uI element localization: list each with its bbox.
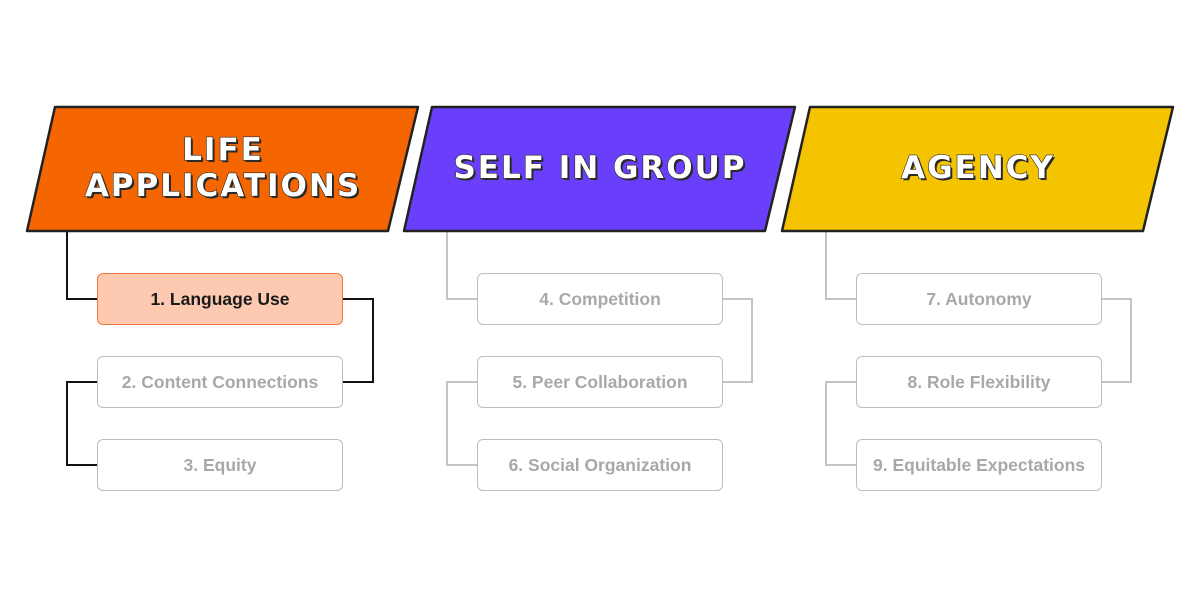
- item-peer-collaboration[interactable]: 5. Peer Collaboration: [477, 356, 723, 408]
- item-language-use[interactable]: 1. Language Use: [97, 273, 343, 325]
- connector-item-2-to-item-3: [66, 381, 97, 466]
- header-agency: AGENCY: [780, 105, 1176, 233]
- connector-header-to-item-7: [825, 232, 856, 300]
- header-fill: [402, 105, 797, 233]
- item-equitable-expectations[interactable]: 9. Equitable Expectations: [856, 439, 1102, 491]
- connector-item-5-to-item-6: [446, 381, 477, 466]
- header-title: SELF IN GROUP: [453, 150, 747, 187]
- header-life-applications: LIFE APPLICATIONS: [25, 105, 421, 233]
- connector-header-to-item-1: [66, 232, 97, 300]
- parallelogram-shape: [402, 105, 797, 233]
- header-self-in-group: SELF IN GROUP: [402, 105, 798, 233]
- parallelogram-shape: [25, 105, 420, 233]
- header-title: AGENCY: [901, 150, 1055, 187]
- connector-item-7-to-item-8: [1102, 298, 1132, 383]
- parallelogram-shape: [780, 105, 1175, 233]
- header-fill: [780, 105, 1175, 233]
- connector-item-1-to-item-2: [343, 298, 374, 383]
- header-title: LIFE APPLICATIONS: [84, 132, 362, 204]
- connector-item-4-to-item-5: [723, 298, 753, 383]
- connector-item-8-to-item-9: [825, 381, 856, 466]
- item-autonomy[interactable]: 7. Autonomy: [856, 273, 1102, 325]
- item-social-organization[interactable]: 6. Social Organization: [477, 439, 723, 491]
- item-competition[interactable]: 4. Competition: [477, 273, 723, 325]
- item-role-flexibility[interactable]: 8. Role Flexibility: [856, 356, 1102, 408]
- item-equity[interactable]: 3. Equity: [97, 439, 343, 491]
- item-content-connections[interactable]: 2. Content Connections: [97, 356, 343, 408]
- header-fill: [25, 105, 420, 233]
- connector-header-to-item-4: [446, 232, 477, 300]
